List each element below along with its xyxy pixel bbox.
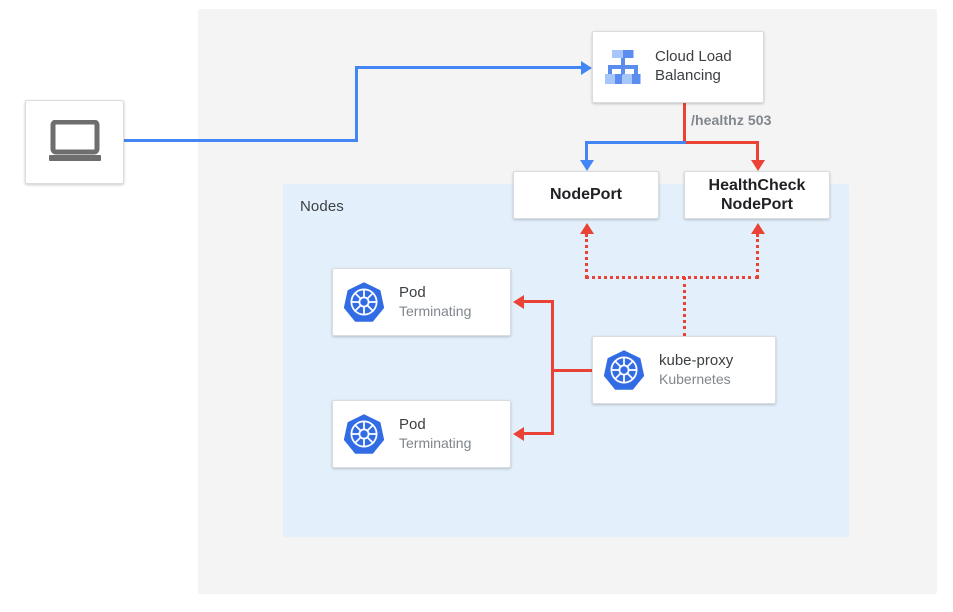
pod-text: Pod Terminating	[399, 284, 471, 320]
nodeport-label: NodePort	[550, 186, 622, 204]
cloud-load-balancing-icon	[601, 45, 645, 89]
healthcheck-nodeport-label: HealthCheck NodePort	[709, 176, 806, 214]
edge-kubeproxy-dotted-vertical	[683, 277, 686, 336]
kube-proxy-card[interactable]: kube-proxy Kubernetes	[592, 336, 776, 404]
edge-client-to-lb-horizontal-lower	[124, 139, 358, 142]
pod-text: Pod Terminating	[399, 416, 471, 452]
edge-kubeproxy-to-nodeport-arrowhead	[579, 223, 594, 234]
edge-to-pod-2-arrowhead	[513, 426, 524, 441]
edge-kubeproxy-to-hc-arrowhead	[750, 223, 765, 234]
edge-client-to-lb-arrowhead	[581, 60, 592, 75]
client-card[interactable]	[25, 100, 124, 184]
edge-kubeproxy-to-pods-bus	[551, 300, 554, 435]
kubernetes-icon	[343, 413, 385, 455]
edge-lb-to-hc-arrowhead	[750, 160, 765, 171]
edge-kubeproxy-dotted-horizontal	[585, 276, 759, 279]
pod-card[interactable]: Pod Terminating	[332, 268, 511, 336]
healthcheck-nodeport-card[interactable]: HealthCheck NodePort	[684, 171, 830, 219]
edge-lb-to-nodeport-horizontal	[586, 141, 686, 144]
nodes-region-label: Nodes	[300, 198, 344, 215]
laptop-icon	[47, 120, 103, 164]
edge-kubeproxy-to-nodeport-dotted	[585, 234, 588, 278]
healthz-edge-label: /healthz 503	[691, 112, 772, 128]
edge-client-to-lb-horizontal-upper	[355, 66, 583, 69]
cloud-load-balancing-title-line2: Balancing	[655, 67, 721, 84]
cloud-load-balancing-card[interactable]: Cloud Load Balancing	[592, 31, 764, 103]
edge-lb-to-hc-horizontal	[683, 141, 759, 144]
nodeport-card[interactable]: NodePort	[513, 171, 659, 219]
pod-status: Terminating	[399, 302, 472, 319]
edge-lb-to-nodeport-arrowhead	[579, 160, 594, 171]
edge-lb-to-hc-vertical	[756, 141, 759, 163]
edge-client-to-lb-vertical	[355, 66, 358, 142]
edge-to-pod-2-horizontal	[524, 432, 554, 435]
kubernetes-icon	[343, 281, 385, 323]
edge-lb-healthz-vertical	[683, 103, 686, 144]
edge-to-pod-1-horizontal	[524, 300, 554, 303]
edge-lb-to-nodeport-vertical	[585, 141, 588, 163]
edge-to-pod-1-arrowhead	[513, 294, 524, 309]
kube-proxy-text: kube-proxy Kubernetes	[659, 352, 733, 388]
cloud-load-balancing-text: Cloud Load Balancing	[655, 48, 732, 86]
kubernetes-icon	[603, 349, 645, 391]
kube-proxy-subtitle: Kubernetes	[659, 370, 731, 387]
healthcheck-nodeport-label-line2: NodePort	[720, 196, 793, 213]
cloud-load-balancing-title: Cloud Load	[655, 48, 732, 66]
pod-status: Terminating	[399, 434, 472, 451]
healthcheck-nodeport-label-line1: HealthCheck	[708, 176, 806, 194]
edge-kubeproxy-to-pods-stub	[551, 369, 594, 372]
pod-card[interactable]: Pod Terminating	[332, 400, 511, 468]
pod-title: Pod	[399, 283, 426, 301]
edge-kubeproxy-to-hc-dotted	[756, 234, 759, 278]
kube-proxy-title: kube-proxy	[659, 351, 734, 369]
pod-title: Pod	[399, 415, 426, 433]
